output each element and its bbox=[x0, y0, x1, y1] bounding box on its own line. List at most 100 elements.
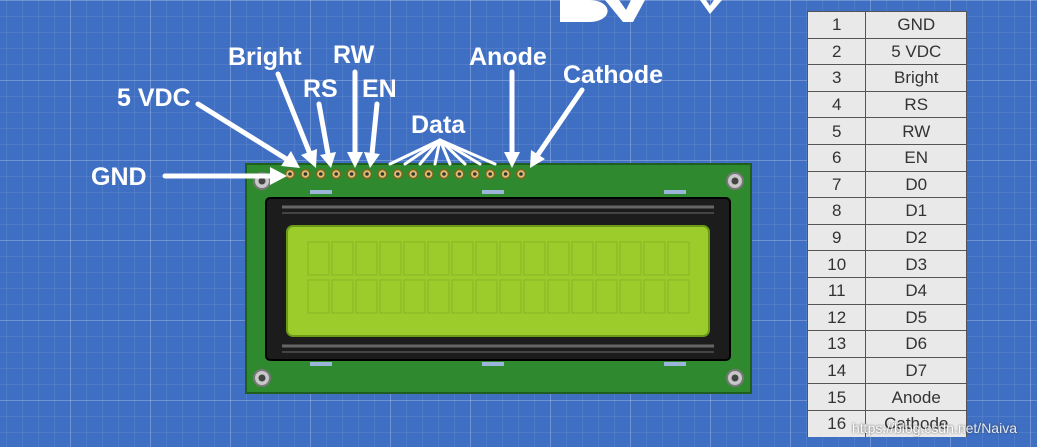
character-cell bbox=[547, 279, 570, 314]
character-cell bbox=[403, 279, 426, 314]
character-cell bbox=[619, 279, 642, 314]
character-cell bbox=[667, 241, 690, 276]
pin-function: Anode bbox=[865, 383, 967, 411]
pin-number: 13 bbox=[806, 330, 867, 358]
pin-number: 1 bbox=[806, 11, 867, 39]
bright-arrow bbox=[275, 71, 317, 168]
lcd-module bbox=[245, 163, 752, 394]
data-arrows bbox=[388, 138, 497, 166]
mounting-holes bbox=[253, 172, 744, 387]
pin-function: D7 bbox=[865, 356, 967, 385]
pin-function: D0 bbox=[865, 170, 967, 199]
pin-number: 6 bbox=[806, 143, 867, 172]
header-pin-hole bbox=[288, 172, 292, 176]
label-anode: Anode bbox=[469, 43, 547, 71]
pin-function: D1 bbox=[865, 197, 967, 225]
pin-number: 12 bbox=[806, 303, 867, 332]
pin-function: 5 VDC bbox=[865, 37, 967, 66]
character-cell bbox=[403, 241, 426, 276]
pin-function: D4 bbox=[865, 276, 967, 305]
pin-number: 9 bbox=[806, 223, 867, 252]
lcd-screen bbox=[286, 225, 710, 337]
character-cell bbox=[619, 241, 642, 276]
pin-number: 16 bbox=[806, 409, 867, 437]
character-cell bbox=[643, 279, 666, 314]
character-cell bbox=[571, 279, 594, 314]
label-rs: RS bbox=[303, 75, 338, 103]
pin-number: 8 bbox=[806, 197, 867, 225]
pin-function: Bright bbox=[865, 64, 967, 92]
pin-function: Cathode bbox=[865, 409, 967, 437]
character-cell bbox=[427, 279, 450, 314]
header-pin-hole bbox=[442, 172, 446, 176]
character-cell bbox=[499, 241, 522, 276]
character-cell bbox=[427, 241, 450, 276]
pin-number: 7 bbox=[806, 170, 867, 199]
header-pin-hole bbox=[411, 172, 416, 176]
character-cell bbox=[475, 279, 498, 314]
label-bright: Bright bbox=[228, 43, 302, 71]
pin-number: 4 bbox=[806, 90, 867, 119]
gnd-arrow bbox=[162, 167, 287, 185]
pin-function: D5 bbox=[865, 303, 967, 332]
header-pin-hole bbox=[503, 172, 508, 176]
en-arrow bbox=[364, 101, 380, 168]
rw-arrow bbox=[347, 69, 363, 168]
header-pin-hole bbox=[349, 172, 354, 176]
label-5vdc: 5 VDC bbox=[117, 84, 191, 112]
character-cell bbox=[523, 279, 546, 314]
character-cell bbox=[523, 241, 546, 276]
header-pin-hole bbox=[519, 172, 523, 176]
character-grid bbox=[307, 241, 690, 314]
character-cell bbox=[499, 279, 522, 314]
pin-function: GND bbox=[865, 11, 967, 39]
character-cell bbox=[307, 241, 330, 276]
character-cell bbox=[547, 241, 570, 276]
character-cell bbox=[331, 279, 354, 314]
header-pin-hole bbox=[473, 172, 477, 176]
pin-function: D6 bbox=[865, 330, 967, 358]
pin-number: 11 bbox=[806, 276, 867, 305]
rs-arrow bbox=[316, 101, 336, 168]
pin-arrows bbox=[162, 69, 585, 185]
vdc-arrow bbox=[195, 101, 300, 168]
pin-function: RS bbox=[865, 90, 967, 119]
header-pin-hole bbox=[396, 172, 400, 176]
label-cathode: Cathode bbox=[563, 61, 663, 89]
label-gnd: GND bbox=[91, 163, 147, 191]
character-cell bbox=[355, 241, 378, 276]
character-cell bbox=[451, 279, 474, 314]
pin-number: 5 bbox=[806, 117, 867, 145]
character-cell bbox=[571, 241, 594, 276]
character-cell bbox=[355, 279, 378, 314]
header-pin-hole bbox=[303, 172, 308, 176]
pin-function: EN bbox=[865, 143, 967, 172]
header-pin-hole bbox=[380, 172, 385, 176]
header-pin-hole bbox=[319, 172, 323, 176]
pin-function: D2 bbox=[865, 223, 967, 252]
watermark: https://blog.csdn.net/Naiva bbox=[852, 420, 1017, 436]
character-cell bbox=[451, 241, 474, 276]
character-cell bbox=[379, 279, 402, 314]
pin-function: D3 bbox=[865, 250, 967, 278]
pin-number: 14 bbox=[806, 356, 867, 385]
cathode-arrow bbox=[530, 87, 585, 168]
label-en: EN bbox=[362, 75, 397, 103]
pin-number: 3 bbox=[806, 64, 867, 92]
header-pins bbox=[284, 168, 527, 180]
pin-function: RW bbox=[865, 117, 967, 145]
character-cell bbox=[331, 241, 354, 276]
pin-number: 2 bbox=[806, 37, 867, 66]
